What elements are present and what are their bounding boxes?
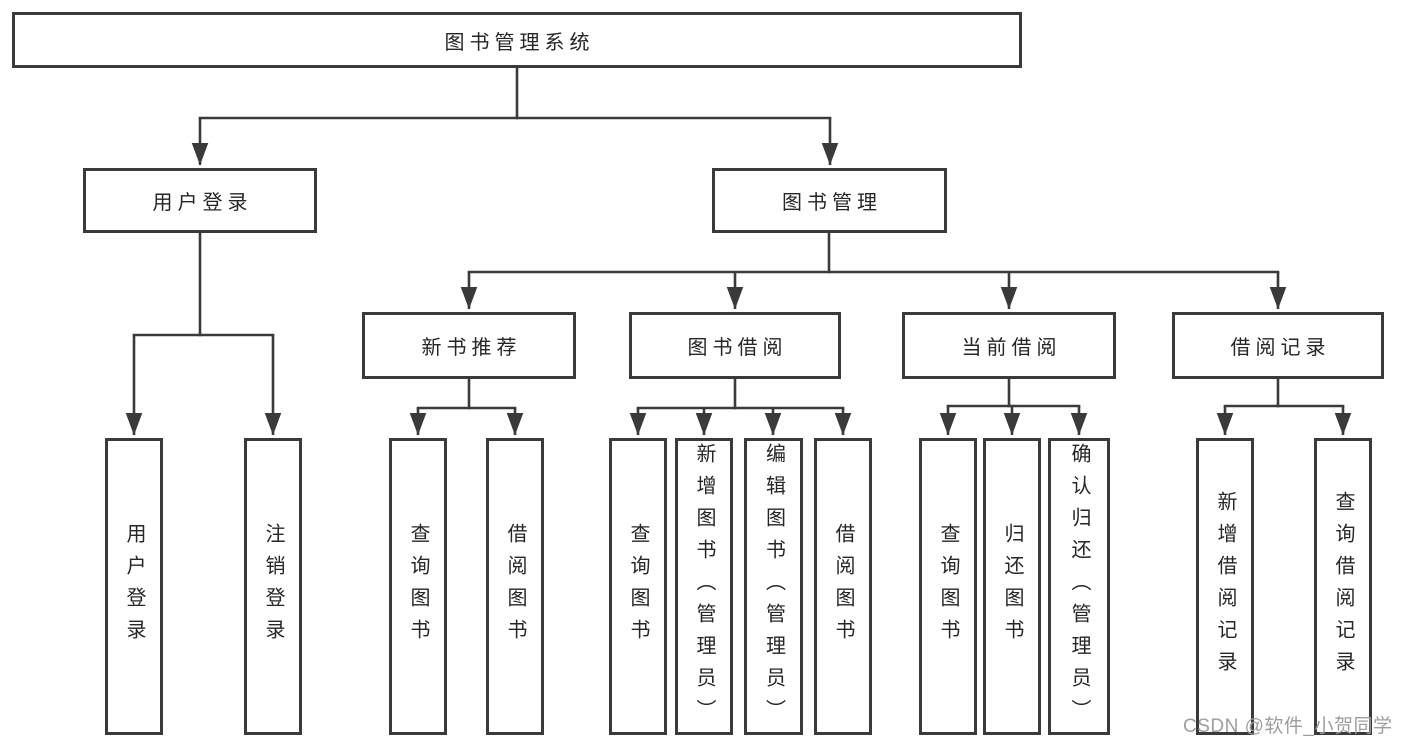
node-label: 借阅图书 bbox=[832, 522, 854, 651]
node-new-book-recommendation: 新书推荐 bbox=[362, 312, 576, 379]
node-label: 图书管理系统 bbox=[444, 31, 595, 54]
node-label: 新增图书（管理员） bbox=[693, 442, 715, 731]
node-label: 查询借阅记录 bbox=[1332, 490, 1354, 683]
leaf-borrow-books-recommend: 借阅图书 bbox=[486, 438, 544, 735]
node-label: 确认归还（管理员） bbox=[1068, 442, 1090, 731]
leaf-query-borrow-record: 查询借阅记录 bbox=[1314, 438, 1372, 735]
node-book-borrowing: 图书借阅 bbox=[629, 312, 841, 379]
node-label: 图书借阅 bbox=[687, 337, 788, 359]
node-library-management-system: 图书管理系统 bbox=[12, 12, 1022, 68]
node-label: 当前借阅 bbox=[961, 337, 1062, 359]
node-label: 新书推荐 bbox=[421, 337, 522, 359]
leaf-query-books-recommend: 查询图书 bbox=[389, 438, 447, 735]
node-label: 归还图书 bbox=[1001, 522, 1023, 651]
leaf-return-book: 归还图书 bbox=[983, 438, 1041, 735]
leaf-edit-book-admin: 编辑图书（管理员） bbox=[744, 438, 803, 735]
node-label: 用户登录 bbox=[123, 522, 145, 651]
node-label: 查询图书 bbox=[407, 522, 429, 651]
node-label: 借阅图书 bbox=[504, 522, 526, 651]
leaf-logout: 注销登录 bbox=[244, 438, 302, 735]
node-borrowing-records: 借阅记录 bbox=[1172, 312, 1384, 379]
node-label: 用户登录 bbox=[152, 192, 253, 214]
leaf-add-borrow-record: 新增借阅记录 bbox=[1196, 438, 1254, 735]
node-label: 借阅记录 bbox=[1230, 337, 1331, 359]
node-label: 查询图书 bbox=[627, 522, 649, 651]
node-book-management: 图书管理 bbox=[712, 168, 947, 233]
leaf-query-books-current: 查询图书 bbox=[919, 438, 977, 735]
leaf-user-login: 用户登录 bbox=[105, 438, 163, 735]
node-user-login: 用户登录 bbox=[83, 168, 317, 233]
leaf-add-book-admin: 新增图书（管理员） bbox=[675, 438, 733, 735]
node-current-borrowing: 当前借阅 bbox=[902, 312, 1116, 379]
node-label: 新增借阅记录 bbox=[1214, 490, 1236, 683]
node-label: 图书管理 bbox=[782, 192, 882, 214]
leaf-borrow-books-borrowing: 借阅图书 bbox=[814, 438, 872, 735]
node-label: 注销登录 bbox=[262, 522, 284, 651]
leaf-confirm-return-admin: 确认归还（管理员） bbox=[1048, 438, 1110, 735]
node-label: 查询图书 bbox=[937, 522, 959, 651]
leaf-query-books-borrowing: 查询图书 bbox=[609, 438, 667, 735]
csdn-watermark: CSDN @软件_小贺同学 bbox=[1183, 716, 1393, 737]
node-label: 编辑图书（管理员） bbox=[762, 442, 785, 731]
